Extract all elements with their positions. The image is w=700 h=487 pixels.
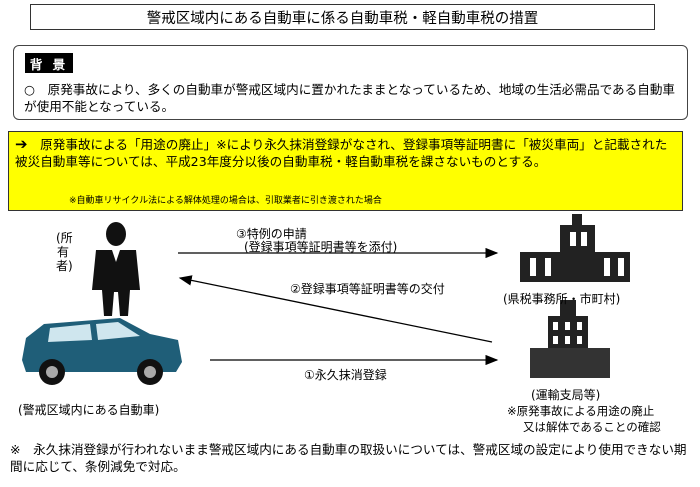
page-title: 警戒区域内にある自動車に係る自動車税・軽自動車税の措置 — [30, 4, 655, 30]
owner-label: (所有者) — [56, 231, 73, 273]
footer-marker: ※ — [10, 442, 21, 457]
transport-note-2: 又は解体であることの確認 — [523, 420, 661, 434]
footer-note: ※ 永久抹消登録が行われないまま警戒区域内にある自動車の取扱いについては、警戒区… — [10, 442, 687, 474]
arrow-icon: ➔ — [15, 135, 28, 153]
step1-label: ①永久抹消登録 — [304, 368, 387, 382]
measure-note: ※自動車リサイクル法による解体処理の場合は、引取業者に引き渡された場合 — [69, 196, 382, 206]
step3-sub-label: (登録事項等証明書等を添付) — [244, 240, 398, 254]
background-text: ○ 原発事故により、多くの自動車が警戒区域内に置かれたままとなっているため、地域… — [24, 82, 676, 114]
person-icon — [92, 222, 140, 316]
arrow-step2 — [178, 275, 493, 343]
measure-box: ➔ 原発事故による「用途の廃止」※により永久抹消登録がなされ、登録事項等証明書に… — [8, 131, 683, 211]
car-icon — [22, 318, 182, 385]
car-label: (警戒区域内にある自動車) — [18, 403, 160, 417]
step2-label: ②登録事項等証明書等の交付 — [290, 282, 445, 296]
tower-icon — [530, 300, 610, 378]
step3-label: ③特例の申請 — [236, 227, 307, 241]
building-icon — [520, 214, 630, 282]
transport-note-1: ※原発事故による用途の廃止 — [507, 404, 655, 418]
transport-label: (運輸支局等) — [531, 388, 601, 402]
measure-text: ➔ 原発事故による「用途の廃止」※により永久抹消登録がなされ、登録事項等証明書に… — [15, 135, 668, 170]
tax-office-label: (県税事務所・市町村) — [503, 292, 621, 306]
background-label: 背 景 — [25, 53, 73, 73]
background-box: 背 景 ○ 原発事故により、多くの自動車が警戒区域内に置かれたままとなっているた… — [13, 45, 688, 120]
background-marker: ○ — [24, 82, 35, 97]
